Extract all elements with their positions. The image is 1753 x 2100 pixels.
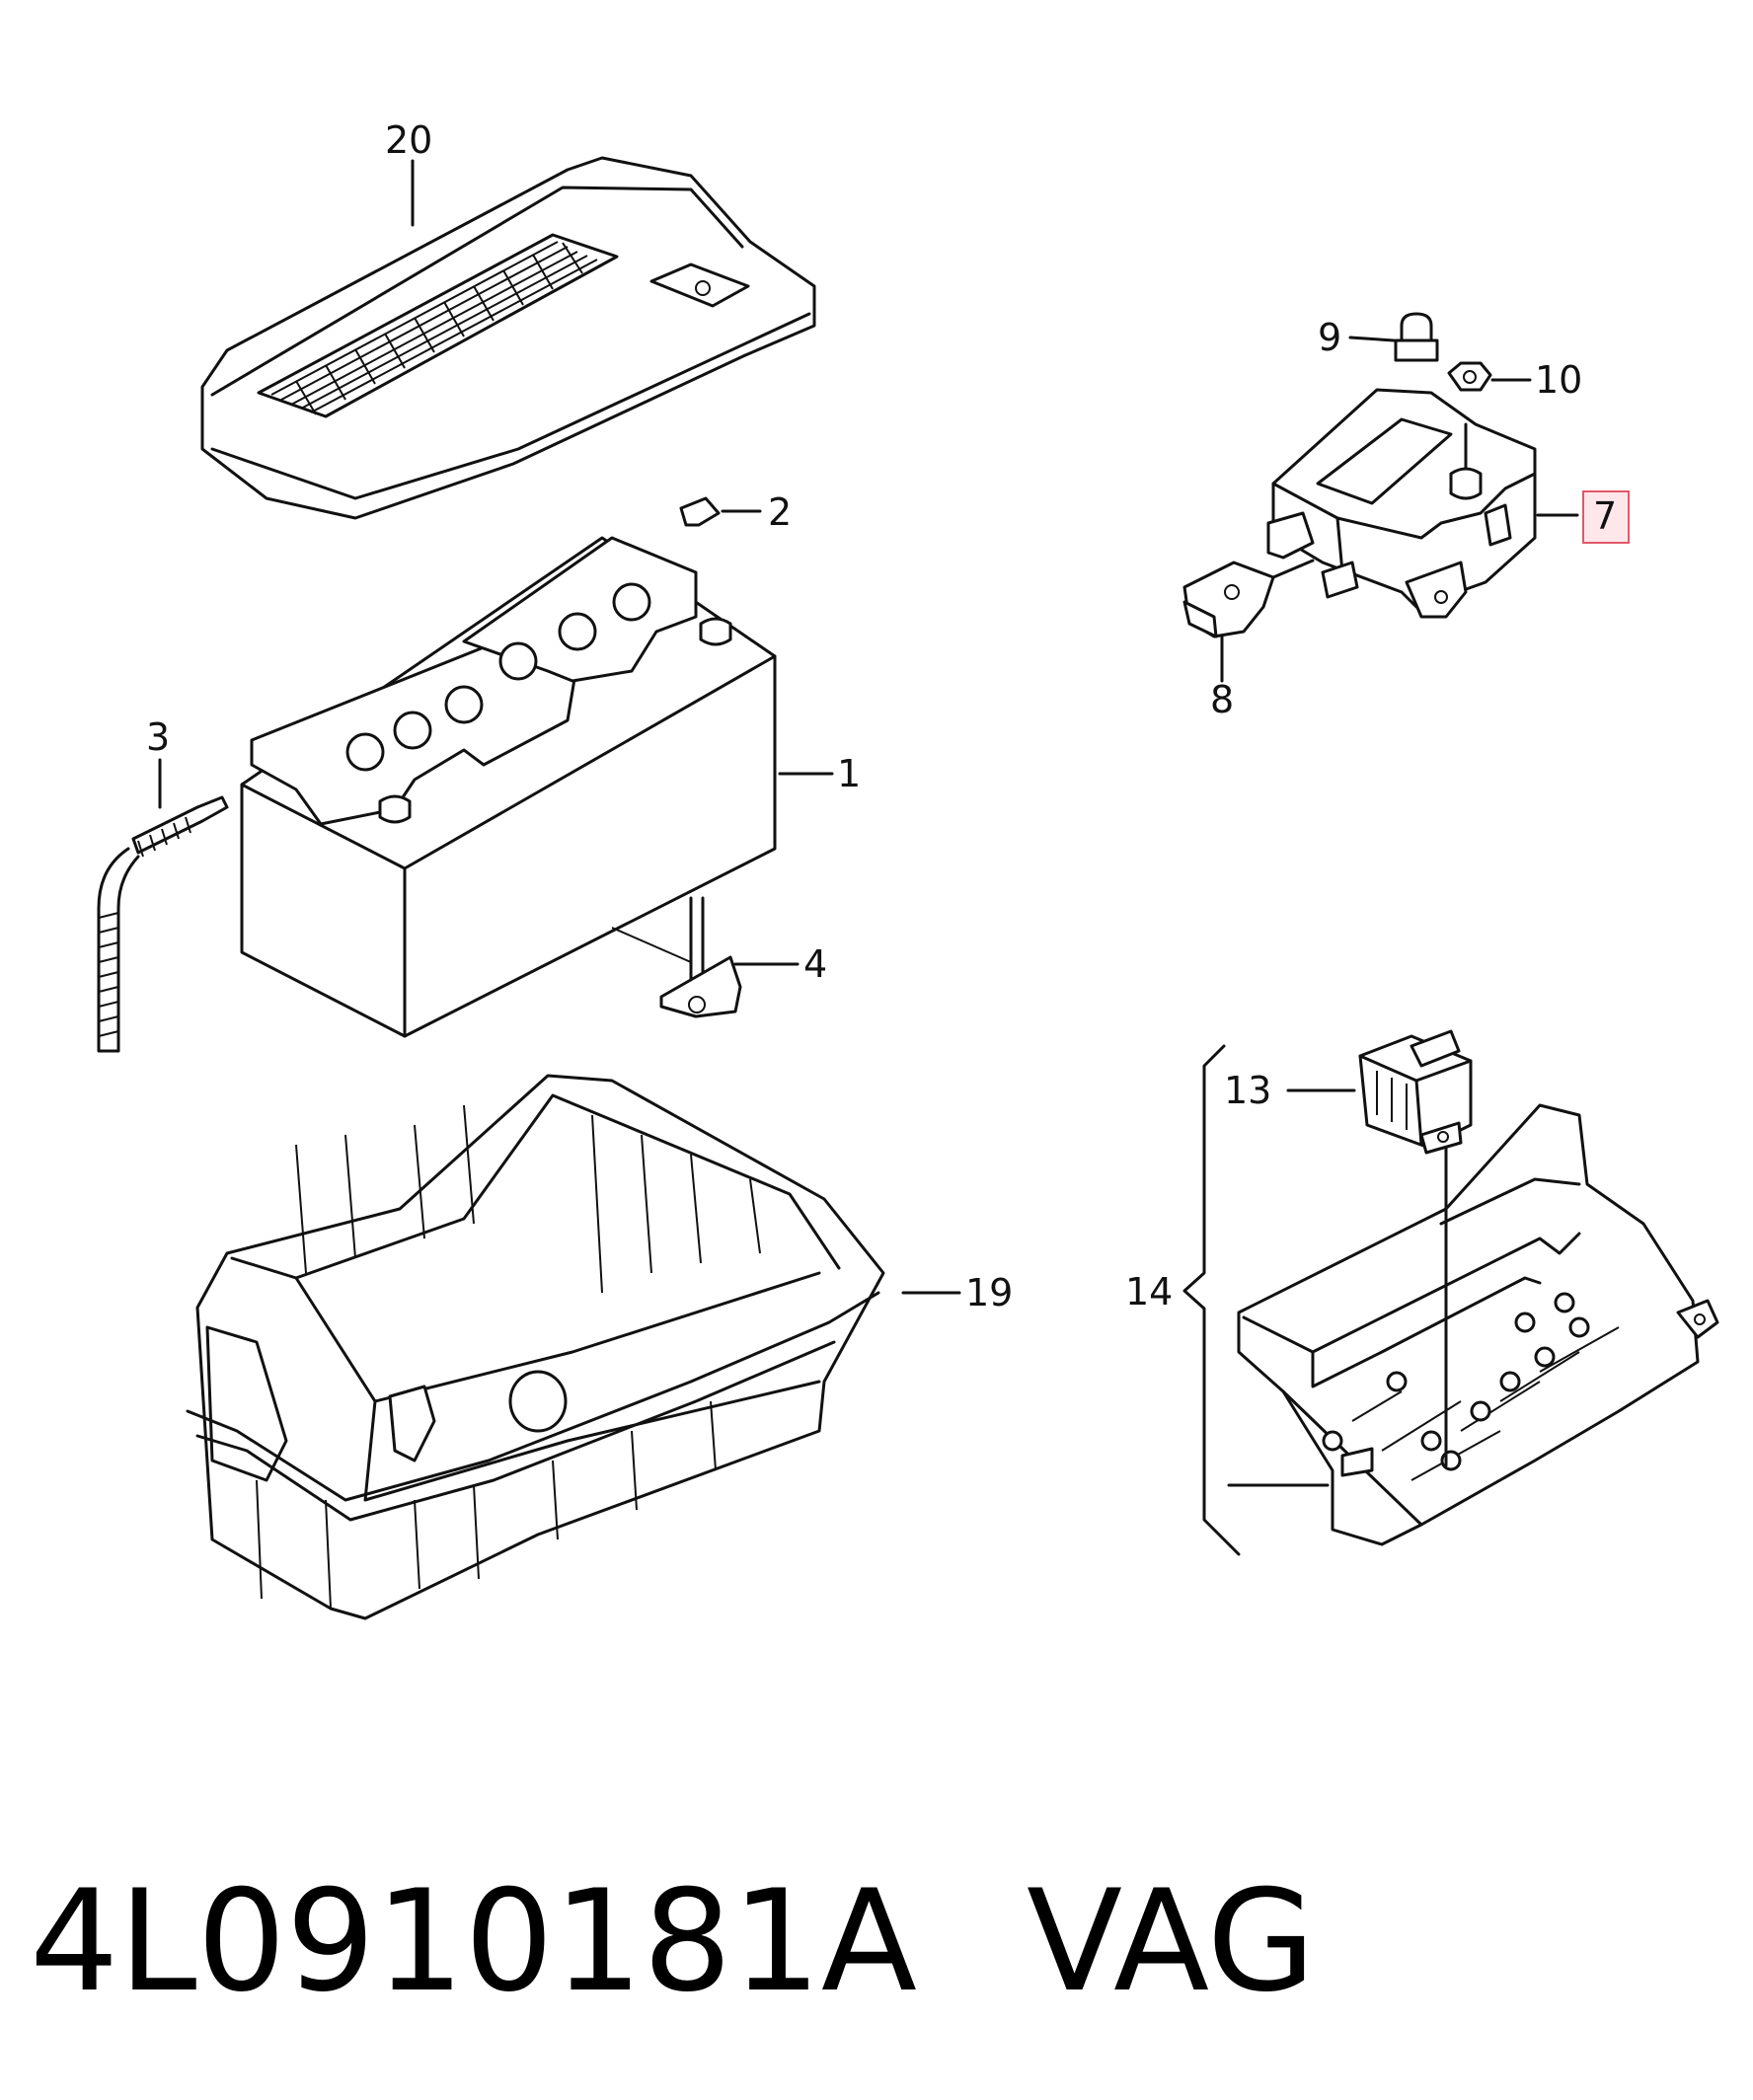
callout-14: 14	[1125, 1270, 1173, 1313]
callout-19: 19	[965, 1271, 1013, 1314]
callout-9: 9	[1318, 316, 1341, 359]
brand-caption: VAG	[1027, 1860, 1316, 2023]
cover-vent-grille	[270, 241, 598, 415]
callout-10: 10	[1535, 358, 1582, 402]
battery-cover-part-20: 20	[200, 118, 816, 520]
hold-down-clamp-part-4: 4	[611, 896, 827, 1018]
callout-13: 13	[1224, 1069, 1271, 1112]
bolt-part-2: 2	[679, 490, 792, 534]
callout-3: 3	[146, 715, 170, 759]
cap-nut-part-9: 9	[1318, 312, 1439, 362]
relay-part-13: 13	[1224, 1029, 1473, 1155]
battery-tray-part-19: 19	[186, 1074, 1013, 1620]
fuse-box-part-14: 14	[1125, 1044, 1719, 1556]
callout-2: 2	[768, 490, 792, 534]
battery-part-1: 1	[240, 536, 861, 1038]
callout-7: 7	[1593, 494, 1617, 538]
vent-hose-part-3: 3	[97, 715, 229, 1053]
callout-1: 1	[837, 752, 861, 795]
part-number-caption: 4L0910181A	[30, 1860, 917, 2023]
nut-part-10: 10	[1447, 358, 1582, 402]
callout-8: 8	[1210, 678, 1234, 721]
control-unit-part-7: 7	[1266, 388, 1630, 619]
connector-part-8: 8	[1182, 559, 1315, 721]
callout-4: 4	[803, 942, 827, 986]
callout-7-highlight	[1582, 490, 1630, 544]
callout-20: 20	[385, 118, 432, 162]
